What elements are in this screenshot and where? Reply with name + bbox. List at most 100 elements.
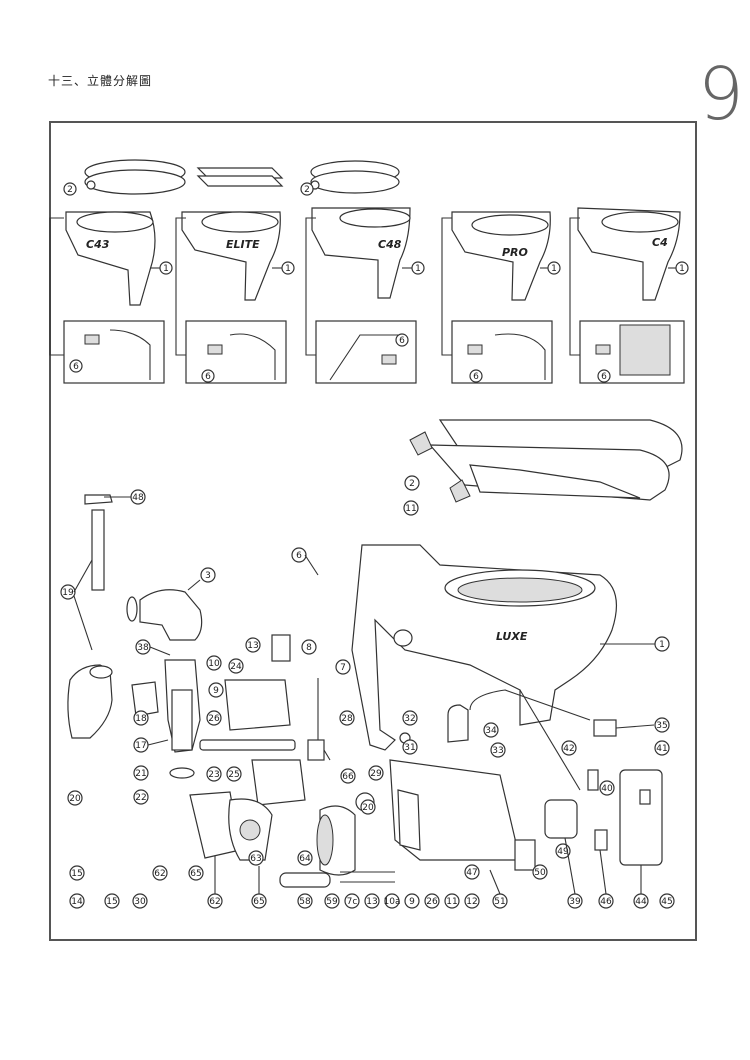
callout-elite-1: 1 — [285, 264, 291, 274]
callout-7: 7 — [340, 663, 346, 673]
model-label-elite: ELITE — [226, 238, 260, 251]
callout-39: 39 — [569, 897, 581, 907]
callout-42: 42 — [563, 744, 574, 754]
callout-21: 21 — [135, 769, 146, 779]
callout-17: 17 — [135, 741, 146, 751]
callout-bottom-10a: 10a — [384, 897, 401, 907]
model-label-c48: C48 — [378, 238, 402, 251]
bowl-c4 — [577, 207, 681, 301]
main-exploded-view: LUXE — [60, 419, 683, 909]
seat-lid-elite — [196, 167, 284, 187]
callout-22: 22 — [135, 793, 146, 803]
callout-33: 33 — [492, 746, 503, 756]
callout-bottom-26: 26 — [426, 897, 438, 907]
inset-boxes — [63, 320, 685, 384]
callout-18: 18 — [135, 714, 147, 724]
top-callouts: 2 2 1 1 1 1 1 6 6 6 6 6 — [63, 182, 689, 383]
callout-34: 34 — [485, 726, 497, 736]
callout-2: 2 — [409, 479, 415, 489]
callout-66: 66 — [342, 772, 354, 782]
bowl-pro — [451, 211, 551, 301]
callout-bottom-59: 59 — [326, 897, 338, 907]
callout-45: 45 — [661, 897, 672, 907]
bowl-c43 — [65, 211, 156, 306]
callout-10: 10 — [208, 659, 220, 669]
callout-41: 41 — [656, 744, 667, 754]
callout-48: 48 — [132, 493, 144, 503]
main-callouts: 1 2 3 6 7 8 9 10 11 13 17 18 19 20 21 22… — [60, 475, 675, 909]
luxe-bowl: LUXE — [351, 544, 618, 751]
callout-c43-1: 1 — [163, 264, 169, 274]
callout-bottom-7c: 7c — [347, 897, 358, 907]
callout-62-side: 62 — [154, 869, 165, 879]
seat-lid-c48 — [310, 160, 400, 194]
seat-lid-assembly — [409, 419, 683, 503]
callout-26: 26 — [208, 714, 220, 724]
callout-8: 8 — [306, 643, 312, 653]
callout-29: 29 — [370, 769, 382, 779]
callout-bottom-65: 65 — [253, 897, 264, 907]
callout-inset-pro-6: 6 — [473, 372, 479, 382]
callout-20: 20 — [69, 794, 81, 804]
callout-9: 9 — [213, 686, 219, 696]
callout-bottom-58: 58 — [299, 897, 311, 907]
callout-c4-1: 1 — [679, 264, 685, 274]
page-title: 十三、立體分解圖 — [48, 74, 153, 88]
callout-inset-c4-6: 6 — [601, 372, 607, 382]
callout-6: 6 — [296, 551, 302, 561]
callout-bottom-15a: 15 — [71, 869, 82, 879]
callout-49: 49 — [557, 847, 569, 857]
callout-24: 24 — [230, 662, 242, 672]
callout-1: 1 — [659, 640, 665, 650]
callout-inset-elite-6: 6 — [205, 372, 211, 382]
callout-23: 23 — [208, 770, 219, 780]
bowl-elite — [181, 211, 281, 301]
model-label-pro: PRO — [502, 246, 528, 259]
callout-46: 46 — [600, 897, 612, 907]
callout-inset-c43-6: 6 — [73, 362, 79, 372]
callout-20b: 20 — [362, 803, 374, 813]
callout-bottom-30: 30 — [134, 897, 146, 907]
callout-31: 31 — [404, 743, 415, 753]
callout-bottom-14: 14 — [71, 897, 83, 907]
callout-13: 13 — [247, 641, 258, 651]
callout-bottom-15b: 15 — [106, 897, 117, 907]
callout-c43-2: 2 — [67, 185, 73, 195]
callout-bottom-12: 12 — [466, 897, 477, 907]
bowl-label-luxe: LUXE — [496, 630, 528, 643]
model-label-c4: C4 — [652, 236, 668, 249]
bowl-c48 — [311, 207, 411, 299]
page-number: 9 — [698, 52, 744, 136]
bottom-callout-row: 15 14 15 30 62 65 58 59 7c 13 10a 9 26 1… — [69, 865, 480, 909]
variant-brackets — [49, 217, 580, 356]
pump-motor-assembly — [189, 634, 663, 888]
callout-35: 35 — [656, 721, 667, 731]
callout-c48-1: 1 — [415, 264, 421, 274]
callout-c48-2: 2 — [304, 185, 310, 195]
seat-lid-c43 — [84, 159, 186, 195]
callout-32: 32 — [404, 714, 415, 724]
callout-64: 64 — [299, 854, 311, 864]
callout-63: 63 — [250, 854, 261, 864]
callout-pro-1: 1 — [551, 264, 557, 274]
callout-bottom-13: 13 — [366, 897, 377, 907]
callout-44: 44 — [635, 897, 647, 907]
callout-bottom-9: 9 — [409, 897, 415, 907]
callout-65-side: 65 — [190, 869, 201, 879]
callout-19: 19 — [62, 588, 74, 598]
callout-40: 40 — [601, 784, 613, 794]
callout-bottom-11: 11 — [446, 897, 457, 907]
inset-contents — [84, 324, 671, 381]
callout-50: 50 — [534, 868, 546, 878]
discharge-parts — [67, 494, 296, 779]
callout-3: 3 — [205, 571, 211, 581]
callout-47: 47 — [466, 868, 477, 878]
callout-38: 38 — [137, 643, 149, 653]
diagram-frame — [49, 121, 697, 941]
model-label-c43: C43 — [86, 238, 110, 251]
callout-bottom-62: 62 — [209, 897, 220, 907]
model-variants: C43 ELITE C48 PRO C4 2 2 1 1 1 1 1 6 6 6… — [49, 159, 689, 384]
callout-inset-c48-6: 6 — [399, 336, 405, 346]
callout-11: 11 — [405, 504, 416, 514]
